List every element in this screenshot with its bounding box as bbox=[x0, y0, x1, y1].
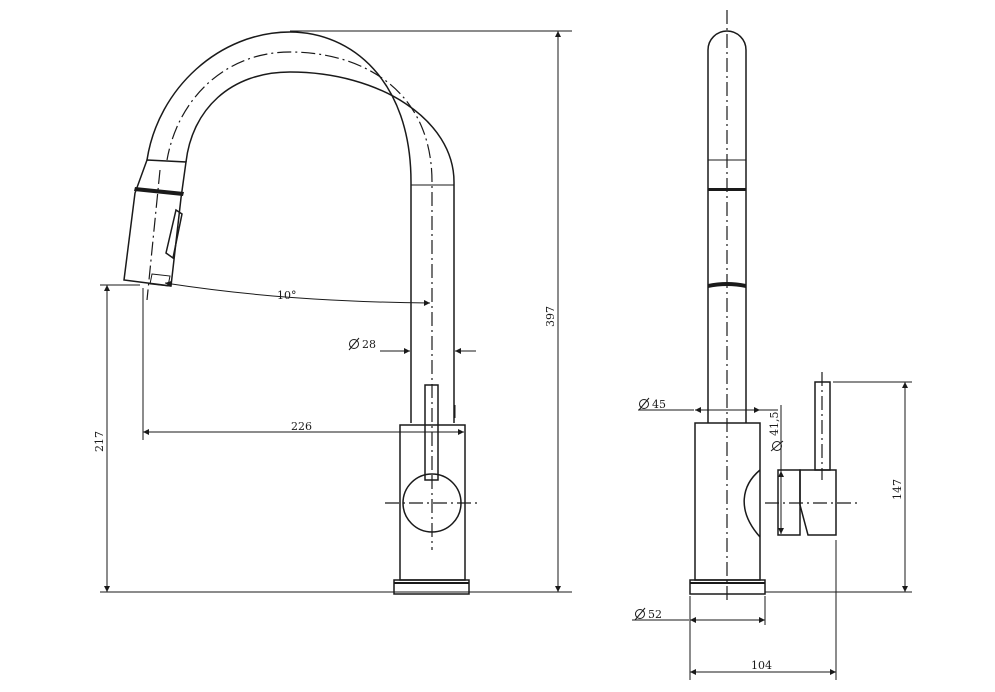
spout-centerline bbox=[166, 51, 433, 470]
side-view: 45 41,5 52 104 bbox=[632, 10, 912, 680]
handle-height-label: 147 bbox=[891, 479, 904, 500]
front-view: 10° 28 226 bbox=[93, 30, 572, 595]
reach-dimension: 226 bbox=[142, 288, 464, 440]
base-diameter-label: 52 bbox=[648, 608, 662, 621]
spout-height-dimension: 217 bbox=[93, 284, 140, 592]
side-handle bbox=[765, 372, 860, 536]
angle-annotation: 10° bbox=[164, 280, 431, 306]
spout-outline bbox=[146, 31, 455, 423]
base-diameter-dimension: 52 bbox=[632, 596, 766, 680]
spout-height-label: 217 bbox=[93, 431, 106, 452]
angle-label: 10° bbox=[277, 289, 297, 302]
faucet-base bbox=[393, 579, 470, 595]
diameter-symbol bbox=[349, 339, 359, 349]
side-base bbox=[689, 579, 912, 595]
depth-label: 104 bbox=[751, 659, 772, 672]
spout-diameter-dimension: 28 bbox=[348, 337, 476, 354]
side-spout bbox=[707, 30, 747, 423]
total-height-dimension: 397 bbox=[290, 30, 572, 592]
body-diameter-dimension: 45 bbox=[638, 397, 778, 413]
body-diameter-label: 45 bbox=[652, 398, 666, 411]
total-height-label: 397 bbox=[544, 306, 557, 327]
spray-head bbox=[123, 159, 187, 301]
depth-dimension: 104 bbox=[690, 540, 837, 680]
spout-diameter-label: 28 bbox=[362, 338, 376, 351]
body-inner-diameter-label: 41,5 bbox=[768, 412, 781, 437]
reach-label: 226 bbox=[291, 420, 312, 433]
handle-height-dimension: 147 bbox=[833, 381, 912, 592]
body-inner-diameter-dimension: 41,5 bbox=[768, 405, 784, 534]
